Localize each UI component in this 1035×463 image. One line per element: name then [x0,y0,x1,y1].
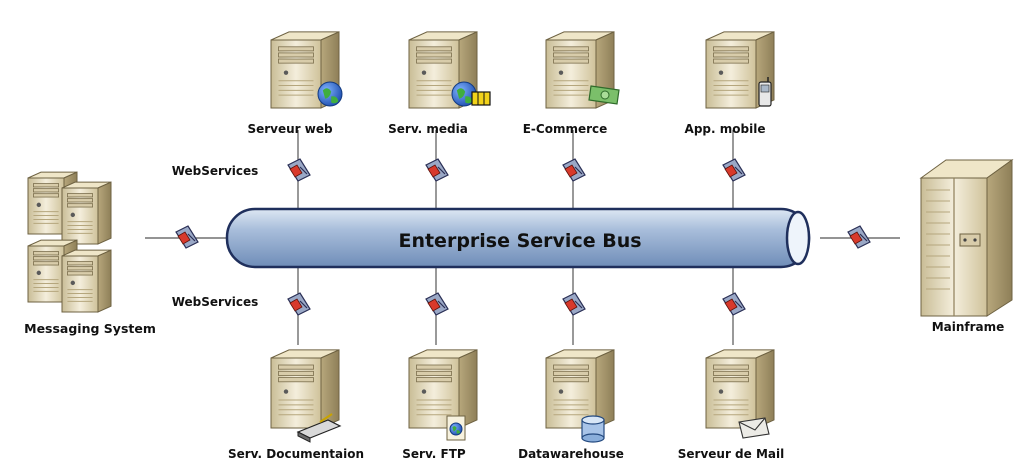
adapter-connector-icon [722,158,746,182]
globe-document-icon [446,415,466,441]
top-server-label: E-Commerce [523,122,608,136]
adapter-connector-icon [562,292,586,316]
messaging-system-label: Messaging System [24,321,156,336]
banknote-icon [588,85,620,105]
mobile-phone-icon [758,77,772,107]
mainframe-label: Mainframe [932,320,1005,334]
top-server-2 [408,31,478,109]
globe-film-icon [451,81,491,107]
adapter-connector-icon [175,225,199,249]
cluster-server-back-right [61,181,112,245]
top-server-label: Serv. media [388,122,468,136]
top-server-label: Serveur web [247,122,333,136]
enterprise-service-bus: Enterprise Service Bus [225,207,811,269]
adapter-connector-icon [287,292,311,316]
mainframe [919,159,1014,317]
bottom-servers: Serv. Documentaion Serv. FTP Datawarehouse… [228,349,784,461]
adapter-connector-icon [425,158,449,182]
adapter-connector-icon [562,158,586,182]
adapter-connector-icon [287,158,311,182]
bottom-server-label: Serv. FTP [402,447,466,461]
messaging-system-cluster [27,171,112,313]
top-server-label: App. mobile [685,122,766,136]
bus-label: Enterprise Service Bus [398,230,641,252]
adapter-connector-icon [425,292,449,316]
webservices-label-bottom: WebServices [172,295,259,309]
database-icon [581,415,605,443]
adapter-connector-icon [722,292,746,316]
bottom-server-2 [408,349,478,429]
globe-icon [317,81,343,107]
top-servers: Serveur web Serv. media E-Commerce App. mob… [247,31,775,136]
webservices-label-top: WebServices [172,164,259,178]
cluster-server-front-right [61,249,112,313]
bottom-server-label: Datawarehouse [518,447,624,461]
scanner-icon [296,413,342,443]
top-server-1 [270,31,340,109]
adapter-connector-icon [847,225,871,249]
envelope-icon [738,417,770,439]
bottom-server-3 [545,349,615,429]
bottom-server-4 [705,349,775,429]
bottom-server-label: Serv. Documentaion [228,447,364,461]
bottom-server-1 [270,349,340,429]
bottom-server-label: Serveur de Mail [678,447,784,461]
connectors [175,158,871,316]
